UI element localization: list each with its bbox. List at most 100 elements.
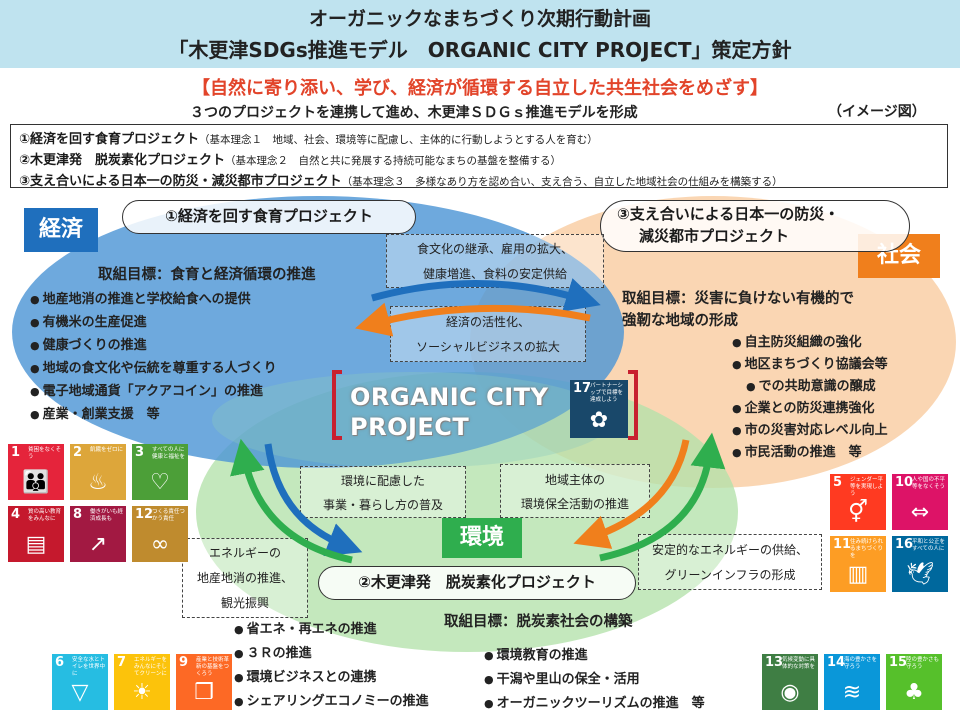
sdg-text: 気候変動に具体的な対策を xyxy=(782,657,816,670)
sdg-text: ジェンダー平等を実現しよう xyxy=(850,477,884,497)
center-title: ORGANIC CITY PROJECT xyxy=(350,382,548,442)
sdg-tile-6: 6 安全な水とトイレを世界中に ▽ xyxy=(52,654,108,710)
sdg-text: 人や国の不平等をなくそう xyxy=(912,477,946,490)
image-note: （イメージ図） xyxy=(828,104,926,120)
sdg-text: 貧困をなくそう xyxy=(28,447,62,460)
growth-chart-icon: ↗ xyxy=(88,532,108,557)
link-text: 経済の活性化、 xyxy=(445,315,530,329)
heartbeat-icon: ♡ xyxy=(150,470,170,495)
sdg-number: 13 xyxy=(765,655,784,670)
pillar-row: ①経済を回す食育プロジェクト（基本理念１ 地域、社会、環境等に配慮し、主体的に行… xyxy=(19,129,939,150)
arrow-env-to-soc xyxy=(599,432,726,562)
list-item: オーガニックツーリズムの推進 等 xyxy=(484,692,705,716)
arrow-soc-to-econ xyxy=(355,302,591,337)
pillar-name: ②木更津発 脱炭素化プロジェクト xyxy=(19,153,226,168)
link-econ-env: 環境に配慮した 事業・暮らし方の普及 xyxy=(300,466,466,518)
society-goal-line2: 強靭な地域の形成 xyxy=(622,313,738,329)
link-text: 環境に配慮した xyxy=(340,474,425,488)
sdg-number: 9 xyxy=(179,655,189,670)
project-summary-box: ①経済を回す食育プロジェクト（基本理念１ 地域、社会、環境等に配慮し、主体的に行… xyxy=(10,124,948,189)
society-goal-line1: 取組目標：災害に負けない有機的で xyxy=(622,291,854,307)
society-project-label: ③支え合いによる日本一の防災・ 減災都市プロジェクト xyxy=(600,200,910,252)
sdg-number: 2 xyxy=(73,445,83,460)
pillar-row: ②木更津発 脱炭素化プロジェクト（基本理念２ 自然と共に発展する持続可能なまちの… xyxy=(19,150,939,171)
equality-icon: ⇔ xyxy=(910,500,930,525)
list-item: 地域の食文化や伝統を尊重する人づくり xyxy=(30,357,277,380)
book-icon: ▤ xyxy=(25,532,47,557)
pillar-note: （基本理念３ 多様なあり方を認め合い、支え合う、自立した地域社会の仕組みを構築す… xyxy=(341,176,783,188)
sdg-text: 働きがいも経済成長も xyxy=(90,509,124,522)
sdg-number: 5 xyxy=(833,475,843,490)
link-env-right: 安定的なエネルギーの供給、 グリーンインフラの形成 xyxy=(638,534,822,590)
link-env-left: エネルギーの 地産地消の推進、 観光振興 xyxy=(182,538,308,618)
environment-items-right: 環境教育の推進 干潟や里山の保全・活用 オーガニックツーリズムの推進 等 xyxy=(484,644,705,716)
sdg-number: 16 xyxy=(895,537,914,552)
center-title-line1: ORGANIC CITY xyxy=(350,383,549,411)
dove-icon: 🕊 xyxy=(906,562,934,587)
sdg-text: 陸の豊かさも守ろう xyxy=(906,657,940,670)
list-item: 健康づくりの推進 xyxy=(30,334,277,357)
link-text: 事業・暮らし方の普及 xyxy=(322,498,443,512)
sdg-text: つくる責任つかう責任 xyxy=(152,509,185,522)
center-title-line2: PROJECT xyxy=(350,413,470,441)
sdg-text: エネルギーをみんなにそしてクリーンに xyxy=(134,657,168,677)
infinity-icon: ∞ xyxy=(150,532,170,557)
page-title: オーガニックなまちづくり次期行動計画 xyxy=(308,8,651,30)
sdg-text: パートナーシップで目標を達成しよう xyxy=(590,383,624,403)
sdg-number: 10 xyxy=(895,475,914,490)
link-econ-soc-top: 食文化の継承、雇用の拡大、 健康増進、食料の安定供給 xyxy=(386,234,604,288)
list-item: ３Ｒの推進 xyxy=(234,642,429,666)
society-project-line2: 減災都市プロジェクト xyxy=(639,227,790,245)
sdg-text: 安全な水とトイレを世界中に xyxy=(72,657,106,677)
sdg-text: 質の高い教育をみんなに xyxy=(28,509,62,522)
list-item: 地産地消の推進と学校給食への提供 xyxy=(30,288,277,311)
sdg-text: 海の豊かさを守ろう xyxy=(844,657,878,670)
overlap-highlight xyxy=(212,372,612,468)
list-item: 企業との防災連携強化 xyxy=(732,398,888,420)
society-goal: 取組目標：災害に負けない有機的で 強靭な地域の形成 xyxy=(622,288,854,332)
link-text: グリーンインフラの形成 xyxy=(664,568,796,582)
pillar-row: ③支え合いによる日本一の防災・減災都市プロジェクト（基本理念３ 多様なあり方を認… xyxy=(19,171,939,192)
economy-project-label: ①経済を回す食育プロジェクト xyxy=(122,200,416,234)
overview-text: ３つのプロジェクトを連携して進め、木更津ＳＤＧｓ推進モデルを形成 xyxy=(190,105,638,121)
sdg-text: 平和と公正をすべての人に xyxy=(912,539,946,552)
sdg-number: 15 xyxy=(889,655,908,670)
sun-icon: ☀ xyxy=(132,680,152,705)
link-text: エネルギーの xyxy=(208,546,281,560)
list-item: 環境教育の推進 xyxy=(484,644,705,668)
header-banner: オーガニックなまちづくり次期行動計画 「木更津SDGs推進モデル ORGANIC… xyxy=(0,0,960,68)
pillar-note: （基本理念１ 地域、社会、環境等に配慮し、主体的に行動しようとする人を育む） xyxy=(199,134,598,146)
society-project-line1: ③支え合いによる日本一の防災・ xyxy=(617,205,840,223)
sdg-number: 4 xyxy=(11,507,21,522)
economy-items: 地産地消の推進と学校給食への提供 有機米の生産促進 健康づくりの推進 地域の食文… xyxy=(30,288,277,426)
arrow-soc-to-env xyxy=(573,439,690,549)
sdg-tile-4: 4 質の高い教育をみんなに ▤ xyxy=(8,506,64,562)
slogan: 【自然に寄り添い、学び、経済が循環する自立した共生社会をめざす】 xyxy=(192,78,768,99)
pillar-note: （基本理念２ 自然と共に発展する持続可能なまちの基盤を整備する） xyxy=(225,155,562,167)
sdg-number: 6 xyxy=(55,655,65,670)
sdg-number: 17 xyxy=(573,381,592,396)
link-text: 地域主体の xyxy=(544,473,605,487)
sdg-number: 14 xyxy=(827,655,846,670)
list-item: 自主防災組織の強化 xyxy=(732,332,888,354)
sdg-text: すべての人に健康と福祉を xyxy=(152,447,186,460)
people-icon: 👪 xyxy=(22,470,50,495)
society-items: 自主防災組織の強化 地区まちづくり協議会等 での共助意識の醸成 企業との防災連携… xyxy=(732,332,888,464)
sdg-text: 住み続けられるまちづくりを xyxy=(850,539,884,559)
water-icon: ▽ xyxy=(71,680,89,705)
environment-items-left: 省エネ・再エネの推進 ３Ｒの推進 環境ビジネスとの連携 シェアリングエコノミーの… xyxy=(234,618,429,714)
link-text: 健康増進、食料の安定供給 xyxy=(422,267,567,281)
list-item: 地区まちづくり協議会等 xyxy=(732,354,888,376)
list-item: 干潟や里山の保全・活用 xyxy=(484,668,705,692)
economy-badge: 経済 xyxy=(24,208,98,252)
sdg-text: 飢餓をゼロに xyxy=(90,447,124,453)
